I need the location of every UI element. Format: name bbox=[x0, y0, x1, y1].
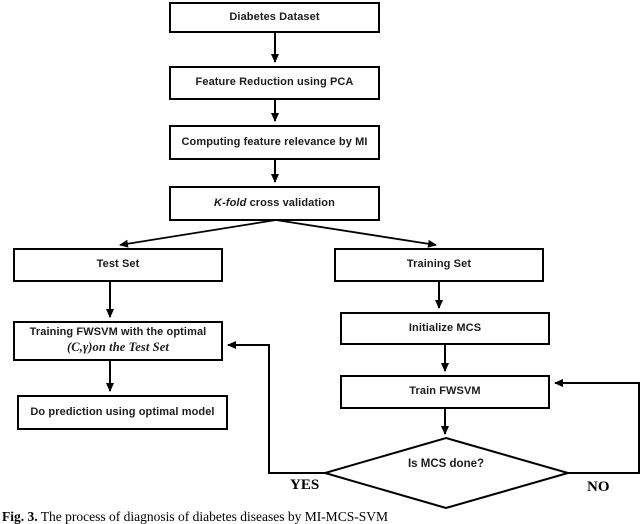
kfold-italic-part: K-fold bbox=[214, 196, 247, 209]
node-test-set: Test Set bbox=[13, 248, 223, 282]
edge-kfold-to-test-set bbox=[119, 219, 277, 248]
node-training-fwsvm-optimal: Training FWSVM with the optimal (C,γ)on … bbox=[13, 321, 223, 361]
node-label: Feature Reduction using PCA bbox=[195, 76, 354, 89]
node-feature-relevance-mi: Computing feature relevance by MI bbox=[169, 125, 380, 160]
figure-caption: Fig. 3. The process of diagnosis of diab… bbox=[2, 509, 622, 524]
edge-no-loop bbox=[554, 379, 640, 474]
decision-diamond bbox=[321, 436, 572, 510]
figure-caption-number: Fig. 3. bbox=[2, 509, 38, 524]
node-label: Computing feature relevance by MI bbox=[181, 135, 368, 148]
node-initialize-mcs: Initialize MCS bbox=[340, 312, 550, 345]
edge-label-yes: YES bbox=[290, 477, 320, 493]
node-label-line1: Training FWSVM with the optimal bbox=[29, 326, 207, 339]
node-diabetes-dataset: Diabetes Dataset bbox=[169, 2, 380, 33]
node-feature-reduction-pca: Feature Reduction using PCA bbox=[169, 66, 380, 100]
node-label: Diabetes Dataset bbox=[229, 10, 320, 23]
edge-yes-loop bbox=[227, 341, 325, 474]
edge-label-no: NO bbox=[587, 479, 610, 495]
node-train-fwsvm: Train FWSVM bbox=[340, 375, 550, 409]
node-training-set: Training Set bbox=[334, 248, 544, 282]
node-label: Training Set bbox=[406, 258, 472, 271]
node-do-prediction: Do prediction using optimal model bbox=[17, 395, 228, 430]
node-is-mcs-done: Is MCS done? bbox=[407, 458, 485, 470]
kfold-rest-part: cross validation bbox=[246, 196, 335, 209]
figure-caption-text: The process of diagnosis of diabetes dis… bbox=[37, 509, 388, 524]
node-label: K-fold cross validation bbox=[214, 197, 335, 211]
node-label-line2-math: (C,γ)on the Test Set bbox=[67, 340, 169, 355]
node-kfold-cross-validation: K-fold cross validation bbox=[169, 186, 380, 221]
node-label: Train FWSVM bbox=[409, 385, 481, 398]
node-label: Do prediction using optimal model bbox=[30, 405, 215, 418]
edge-kfold-to-training-set bbox=[275, 219, 437, 248]
node-label: Initialize MCS bbox=[408, 321, 482, 334]
node-label: Test Set bbox=[96, 258, 140, 271]
